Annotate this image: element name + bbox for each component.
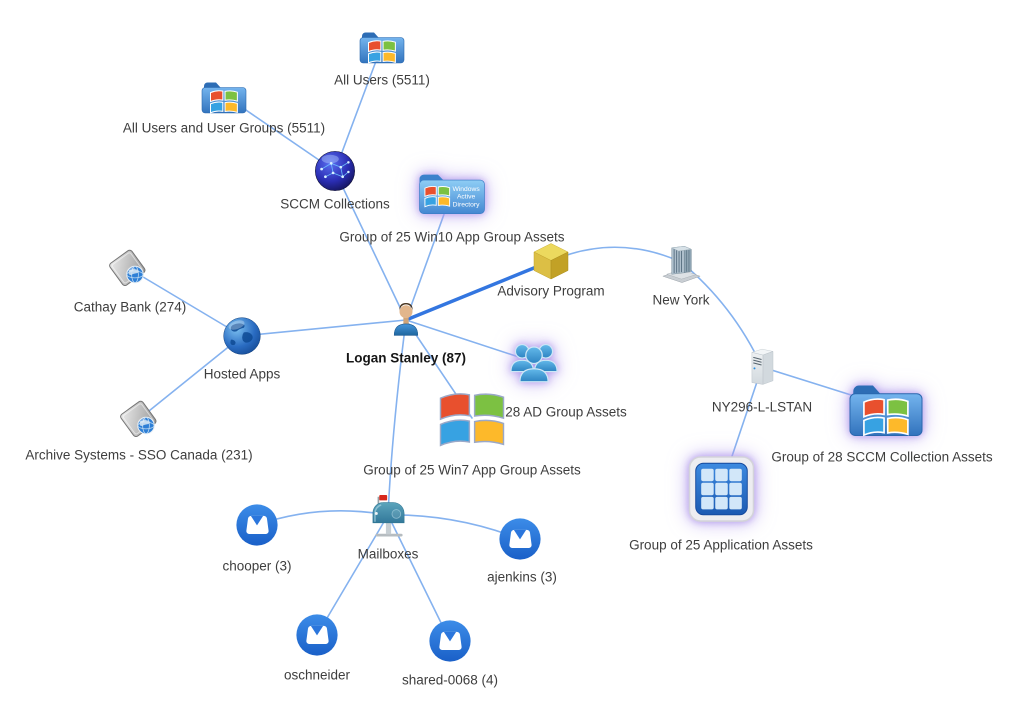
mailbox-app-icon xyxy=(236,504,278,546)
node-label-all-users: All Users (5511) xyxy=(334,72,430,88)
node-all-users-groups[interactable] xyxy=(199,73,249,117)
windows-flag-icon xyxy=(439,393,505,447)
node-label-app-assets: Group of 25 Application Assets xyxy=(629,537,813,553)
edge-logan-mailboxes xyxy=(387,319,407,516)
cube-icon xyxy=(533,243,569,280)
node-cathay[interactable] xyxy=(103,244,153,292)
node-label-archive: Archive Systems - SSO Canada (231) xyxy=(25,447,253,463)
node-shared-0068[interactable] xyxy=(427,618,473,664)
node-sccm-assets[interactable] xyxy=(843,370,929,442)
node-label-sccm-assets: Group of 28 SCCM Collection Assets xyxy=(771,449,993,465)
node-label-ajenkins: ajenkins (3) xyxy=(487,569,557,585)
edge-sccm-collections-all-users xyxy=(334,44,383,172)
application-grid-icon xyxy=(688,456,754,522)
web-app-tile-icon xyxy=(109,249,146,287)
people-group-icon xyxy=(510,343,558,383)
node-app-assets[interactable] xyxy=(684,451,759,527)
web-app-tile-icon xyxy=(120,400,157,438)
node-win7-group[interactable] xyxy=(436,381,508,455)
server-icon xyxy=(751,348,774,385)
node-sccm-collections[interactable] xyxy=(312,148,358,194)
node-label-sccm-collections: SCCM Collections xyxy=(280,196,390,212)
person-icon xyxy=(393,303,419,336)
node-label-mailboxes: Mailboxes xyxy=(357,546,419,562)
node-ajenkins[interactable] xyxy=(497,516,543,562)
node-logan[interactable] xyxy=(385,296,427,344)
mailbox-app-icon xyxy=(429,620,471,662)
node-ny296[interactable] xyxy=(740,342,784,392)
node-label-hosted-apps: Hosted Apps xyxy=(203,366,281,382)
edge-logan-advisory xyxy=(404,259,553,322)
mailbox-app-icon xyxy=(499,518,541,560)
node-label-chooper: chooper (3) xyxy=(222,558,292,574)
windows-active-directory-folder-icon: Windows Active DirectoryWindowsActiveDir… xyxy=(419,174,485,214)
node-label-shared-0068: shared-0068 (4) xyxy=(401,672,499,688)
node-chooper[interactable] xyxy=(234,502,280,548)
node-label-new-york: New York xyxy=(652,292,710,308)
windows-folder-icon xyxy=(201,82,247,114)
network-globe-icon xyxy=(315,151,355,191)
edge-logan-ad-groups xyxy=(405,319,535,363)
node-label-win7-group: Group of 25 Win7 App Group Assets xyxy=(363,462,581,478)
node-mailboxes[interactable] xyxy=(363,488,413,542)
mailbox-icon xyxy=(372,495,405,537)
node-hosted-apps[interactable] xyxy=(220,314,264,358)
node-archive[interactable] xyxy=(114,395,164,443)
edge-logan-sccm-collections xyxy=(334,170,407,321)
earth-globe-icon xyxy=(223,317,261,355)
node-label-ny296: NY296-L-LSTAN xyxy=(711,399,813,415)
windows-folder-icon xyxy=(359,32,405,64)
node-label-cathay: Cathay Bank (274) xyxy=(73,299,187,315)
node-label-ad-groups: 28 AD Group Assets xyxy=(505,404,627,420)
node-label-win10-group: Group of 25 Win10 App Group Assets xyxy=(339,229,565,245)
node-ad-groups[interactable] xyxy=(505,335,563,389)
node-advisory[interactable] xyxy=(527,237,575,285)
node-new-york[interactable] xyxy=(658,238,705,286)
edge-logan-hosted-apps xyxy=(241,319,407,337)
node-oschneider[interactable] xyxy=(294,612,340,658)
node-label-all-users-groups: All Users and User Groups (5511) xyxy=(122,120,326,136)
node-label-advisory: Advisory Program xyxy=(497,283,605,299)
node-label-oschneider: oschneider xyxy=(283,667,351,683)
node-label-logan: Logan Stanley (87) xyxy=(345,350,467,366)
windows-folder-icon xyxy=(849,385,923,437)
node-win10-group[interactable]: Windows Active DirectoryWindowsActiveDir… xyxy=(417,166,487,218)
edge-hosted-apps-cathay xyxy=(127,267,243,337)
node-all-users[interactable] xyxy=(357,23,407,67)
building-icon xyxy=(661,245,701,283)
mailbox-app-icon xyxy=(296,614,338,656)
edge-hosted-apps-archive xyxy=(138,335,243,420)
